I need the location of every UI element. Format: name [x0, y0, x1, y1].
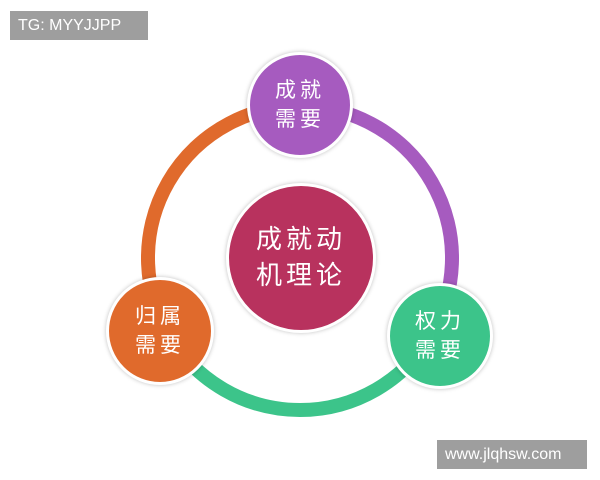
- achievement-need-node: 成就 需要: [247, 52, 353, 158]
- center-node: 成就动 机理论: [226, 183, 376, 333]
- affiliation-need-node: 归属 需要: [106, 277, 214, 385]
- power-label-line1: 权力: [415, 308, 465, 333]
- center-label-line2: 机理论: [255, 261, 346, 291]
- affiliation-label-line2: 需要: [135, 333, 185, 357]
- watermark-top: TG: MYYJJPP: [10, 11, 148, 40]
- power-need-node: 权力 需要: [387, 283, 493, 389]
- power-label-line2: 需要: [415, 338, 465, 362]
- achievement-label-line1: 成就: [275, 77, 325, 102]
- achievement-label-line2: 需要: [275, 107, 325, 131]
- center-label-line1: 成就动: [255, 224, 346, 255]
- affiliation-label-line1: 归属: [135, 303, 185, 328]
- watermark-bottom: www.jlqhsw.com: [437, 440, 587, 469]
